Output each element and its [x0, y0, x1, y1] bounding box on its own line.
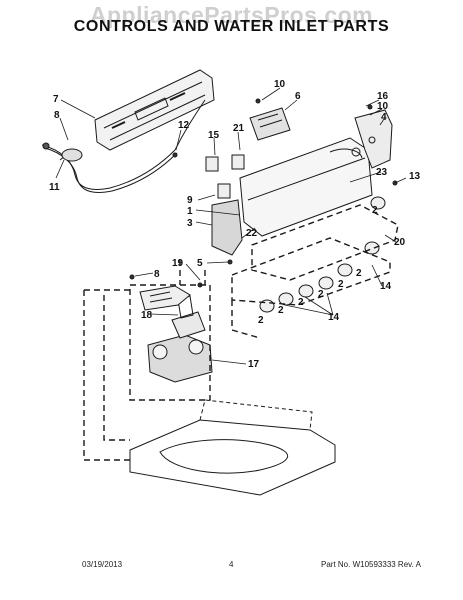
callout-6: 6: [295, 91, 301, 102]
callout-23: 23: [376, 167, 388, 178]
callout-5: 5: [197, 258, 203, 269]
callout-2-e: 2: [338, 279, 344, 290]
callout-10-right: 10: [377, 101, 389, 112]
callout-9: 9: [187, 195, 193, 206]
callout-2-a: 2: [258, 315, 264, 326]
callout-10-top: 10: [274, 79, 286, 90]
callout-22: 22: [246, 228, 258, 239]
callout-numbers: 7 8 11 12 21 10 6 16 10 4 15 9 1 3 23 13…: [49, 79, 421, 370]
callout-2-b: 2: [278, 305, 284, 316]
console-panel: [239, 137, 373, 237]
footer-date: 03/19/2013: [82, 560, 123, 569]
water-inlet-valve: [147, 295, 213, 383]
callout-21: 21: [233, 123, 245, 134]
callout-2-right: 2: [372, 205, 378, 216]
callout-2-d: 2: [318, 289, 324, 300]
control-board: [249, 107, 291, 141]
callout-15: 15: [208, 130, 220, 141]
left-end-cap: [211, 199, 243, 256]
callout-11: 11: [49, 182, 60, 193]
footer-part-number: Part No. W10593333 Rev. A: [321, 560, 421, 569]
callout-13: 13: [409, 171, 421, 182]
exploded-guides: [83, 204, 399, 461]
rear-panel-housing: [94, 69, 215, 151]
callout-20: 20: [394, 237, 406, 248]
page-title: CONTROLS AND WATER INLET PARTS: [73, 18, 390, 35]
callout-14-right: 14: [380, 281, 392, 292]
callout-19: 19: [172, 258, 184, 269]
callout-12: 12: [178, 120, 190, 131]
top-cabinet: [129, 399, 336, 496]
callout-17: 17: [248, 359, 260, 370]
hose-bracket: [139, 285, 191, 311]
callout-2-f: 2: [356, 268, 362, 279]
callout-3: 3: [187, 218, 193, 229]
wire-harness: [41, 99, 206, 193]
callout-8-left: 8: [54, 110, 60, 121]
callout-16: 16: [377, 91, 389, 102]
callout-18: 18: [141, 310, 153, 321]
console-end-cap: [354, 109, 393, 169]
watermark-text: AppliancePartsPros.com: [89, 2, 374, 28]
leader-lines: [55, 87, 407, 365]
callout-8-mid: 8: [154, 269, 160, 280]
callout-7: 7: [53, 94, 59, 105]
footer-page-number: 4: [229, 560, 234, 569]
callout-2-c: 2: [298, 297, 304, 308]
rotary-switches: [205, 154, 245, 199]
callout-14-bottom: 14: [328, 312, 340, 323]
callout-4: 4: [381, 112, 387, 123]
callout-1: 1: [187, 206, 193, 217]
